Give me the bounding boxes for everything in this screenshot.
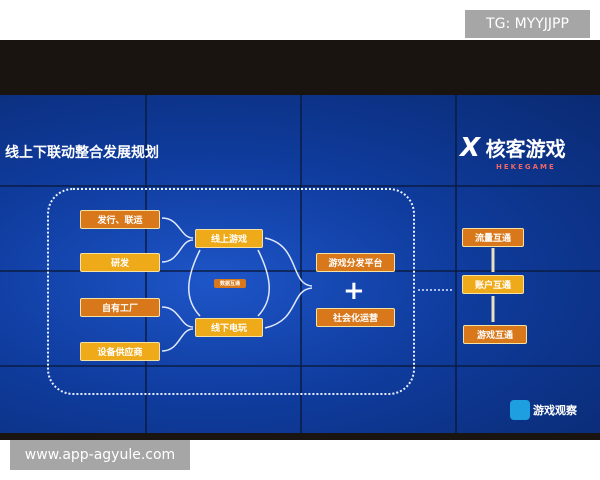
box-social-operations: 社会化运营 — [316, 308, 395, 327]
slide-title: 线上下联动整合发展规划 — [5, 145, 159, 161]
box-rnd: 研发 — [80, 253, 160, 272]
youxiguancha-logo: 游戏观察 — [510, 400, 577, 420]
watermark-top: TG: MYYJJPP — [465, 10, 590, 38]
watermark-bottom: www.app-agyule.com — [10, 440, 190, 470]
box-own-factory: 自有工厂 — [80, 298, 160, 317]
binoculars-icon — [510, 400, 530, 420]
hekegame-logo: X 核客游戏 HEKEGAME — [460, 133, 566, 171]
box-data-sharing: 数据互通 — [214, 279, 246, 288]
box-online-games: 线上游戏 — [195, 229, 263, 248]
box-publishing: 发行、联运 — [80, 210, 160, 229]
plus-icon: + — [343, 276, 365, 306]
box-game-sharing: 游戏互通 — [463, 325, 527, 344]
box-traffic-sharing: 流量互通 — [462, 228, 524, 247]
box-offline-arcade: 线下电玩 — [195, 318, 263, 337]
box-distribution-platform: 游戏分发平台 — [316, 253, 395, 272]
dotted-frame — [47, 188, 415, 395]
box-account-sharing: 账户互通 — [462, 275, 524, 294]
box-equipment-supplier: 设备供应商 — [80, 342, 160, 361]
